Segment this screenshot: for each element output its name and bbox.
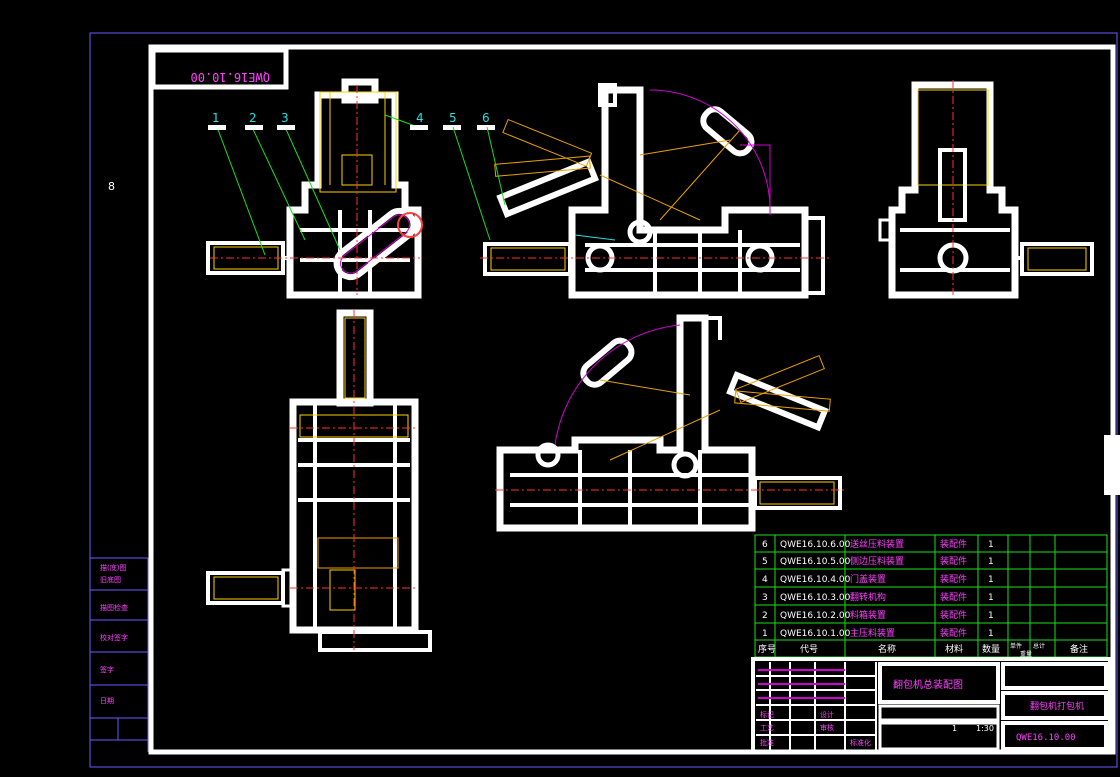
strip-label: 签字: [100, 665, 114, 674]
bom-name: 门盖装置: [850, 573, 886, 585]
bom-qty: 1: [988, 557, 994, 567]
view-front: [206, 78, 423, 299]
bom-seq: 6: [762, 540, 768, 550]
view-end: [878, 80, 1094, 299]
bom-header-name: 名称: [878, 643, 896, 655]
bom-seq: 5: [762, 557, 768, 567]
title-small-label: 设计: [820, 710, 834, 719]
bom-header-remark: 备注: [1070, 643, 1088, 655]
bom-qty: 1: [988, 575, 994, 585]
title-count: 1: [952, 724, 957, 733]
sheet-outer-border: [89, 32, 1118, 768]
bom-code: QWE16.10.4.00: [780, 575, 851, 585]
bom-code: QWE16.10.5.00: [780, 557, 851, 567]
title-small-label: 标记: [760, 710, 774, 719]
code-box: [150, 47, 289, 90]
bom-name: 送丝压料装置: [850, 538, 904, 550]
title-code: QWE16.10.00: [1016, 733, 1076, 743]
callout-6: 6: [482, 111, 490, 125]
strip-label: 描图检查: [100, 603, 128, 612]
callout-1: 1: [212, 111, 220, 125]
bom-code: QWE16.10.6.00: [780, 540, 851, 550]
left-strip: [90, 589, 148, 741]
bom-material: 装配件: [940, 555, 967, 567]
bom-material: 装配件: [940, 573, 967, 585]
bom-table: 6 QWE16.10.6.00 送丝压料装置 装配件 1 5 QWE16.10.…: [754, 534, 1108, 658]
view-side: [452, 83, 830, 299]
callout-4: 4: [416, 111, 424, 125]
title-small-label: 批准: [760, 738, 774, 747]
strip-label: 校对签字: [100, 633, 128, 642]
bom-qty: 1: [988, 593, 994, 603]
right-edge-tab: [1104, 435, 1120, 495]
bom-name: 翻转机构: [850, 591, 886, 603]
bom-code: QWE16.10.2.00: [780, 611, 851, 621]
bom-name: 主压料装置: [850, 627, 895, 639]
bom-header-material: 材料: [945, 643, 963, 655]
product-name: 翻包机打包机: [1030, 700, 1084, 712]
title-block: 设计 审核 批准 标记 工艺 标准化 翻包机总装配图 翻包机打包机 QWE16.…: [751, 657, 1112, 754]
title-small-label: 审核: [820, 723, 834, 732]
callout-3: 3: [281, 111, 289, 125]
bom-material: 装配件: [940, 627, 967, 639]
drawing-name: 翻包机总装配图: [893, 678, 963, 691]
title-small-label: 工艺: [760, 724, 774, 732]
bom-qty: 1: [988, 611, 994, 621]
part-callouts: 1 2 3 4 5 6: [208, 111, 495, 130]
bom-code: QWE16.10.3.00: [780, 593, 851, 603]
bom-header-total: 总计: [1033, 642, 1045, 650]
side-mark: 8: [108, 180, 115, 193]
bom-seq: 2: [762, 611, 768, 621]
strip-label: 描(底)图: [100, 563, 126, 572]
title-scale: 1:30: [976, 724, 994, 733]
bom-material: 装配件: [940, 591, 967, 603]
title-small-label: 标准化: [850, 738, 871, 747]
bom-code: QWE16.10.1.00: [780, 629, 851, 639]
bom-header-qty: 数量: [982, 643, 1000, 655]
bom-qty: 1: [988, 540, 994, 550]
bom-header-code: 代号: [800, 644, 818, 655]
bom-name: 料箱装置: [850, 609, 886, 621]
bom-material: 装配件: [940, 538, 967, 550]
bom-seq: 1: [762, 629, 768, 639]
callout-5: 5: [449, 111, 457, 125]
view-side-mirrored: [495, 314, 845, 532]
drawing-frame: [148, 44, 1116, 755]
bom-name: 侧边压料装置: [850, 555, 904, 567]
mirrored-drawing-code: QWE16.10.00: [191, 70, 270, 84]
bom-header-seq: 序号: [758, 643, 776, 655]
bom-seq: 3: [762, 593, 768, 603]
bom-material: 装配件: [940, 609, 967, 621]
bom-header-weight: 重量: [1020, 650, 1032, 658]
bom-header-unit: 单件: [1010, 642, 1022, 650]
view-plan: [206, 309, 432, 652]
bom-seq: 4: [762, 575, 768, 585]
strip-label: 旧底图: [100, 575, 121, 584]
strip-label: 日期: [100, 697, 114, 705]
callout-2: 2: [249, 111, 257, 125]
bom-qty: 1: [988, 629, 994, 639]
